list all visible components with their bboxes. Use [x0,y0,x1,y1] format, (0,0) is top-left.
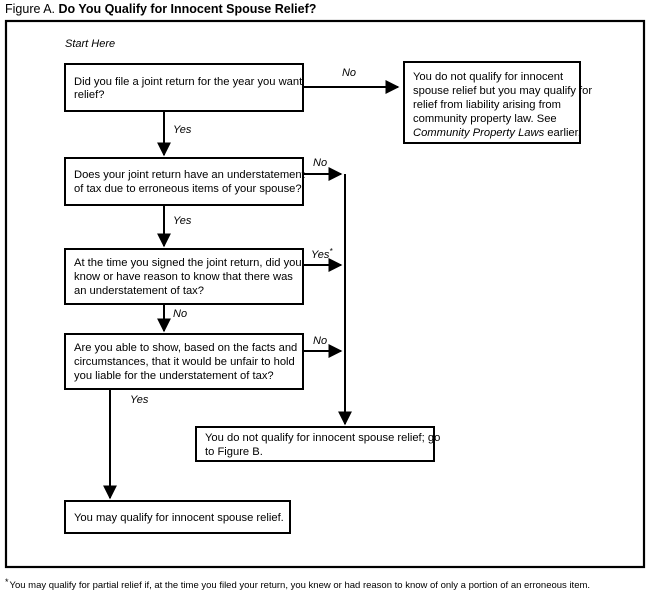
node-q4-line3: you liable for the understatement of tax… [74,370,274,382]
edge-q1-no-label: No [342,67,356,79]
edge-q3-yes-text: Yes [311,249,330,261]
node-q3-line1: At the time you signed the joint return,… [74,257,302,269]
node-community-property-box[interactable] [403,61,581,144]
edge-q2-no-label: No [313,157,327,169]
edge-q3-yes-label: Yes* [311,247,333,261]
node-figure-b-line1: You do not qualify for innocent spouse r… [205,432,440,444]
node-community-property-line1: You do not qualify for innocent [413,71,564,83]
node-q4-box[interactable] [64,333,304,390]
node-q3-box[interactable] [64,248,304,305]
node-q2-line1: Does your joint return have an understat… [74,169,306,181]
node-q3-line3: an understatement of tax? [74,285,204,297]
start-here-label: Start Here [65,38,115,50]
node-community-property-line3: relief from liability arising from [413,99,561,111]
node-q3-line2: know or have reason to know that there w… [74,271,293,283]
edge-q3-no-label: No [173,308,187,320]
node-community-property-line5-italic: Community Property Laws [413,127,545,139]
node-q1-box[interactable] [64,63,304,112]
node-qualify-box[interactable] [64,500,291,534]
node-qualify-line1: You may qualify for innocent spouse reli… [74,512,284,524]
node-q2-box[interactable] [64,157,304,206]
edge-q1-yes-label: Yes [173,124,192,136]
node-q1-line2: relief? [74,89,104,101]
figure-title: Figure A. Do You Qualify for Innocent Sp… [5,2,316,17]
node-q4-line2: circumstances, that it would be unfair t… [74,356,295,368]
node-figure-b-box[interactable] [195,426,435,462]
edge-q4-yes-label: Yes [130,394,149,406]
node-community-property-line4: community property law. See [413,113,557,125]
figure-border [4,19,646,569]
footnote-marker: * [5,577,9,587]
node-figure-b-line2: to Figure B. [205,446,263,458]
footnote: *You may qualify for partial relief if, … [5,576,645,592]
node-community-property-line5: Community Property Laws earlier. [413,127,581,139]
edge-q3-yes-footnote-marker: * [329,247,333,256]
node-q4-line1: Are you able to show, based on the facts… [74,342,297,354]
node-community-property-line5-rest: earlier. [544,127,581,139]
edge-q2-yes-label: Yes [173,215,192,227]
figure-headline: Do You Qualify for Innocent Spouse Relie… [58,2,317,16]
node-q1-line1: Did you file a joint return for the year… [74,76,303,88]
footnote-text: You may qualify for partial relief if, a… [9,580,591,591]
edge-q4-no-label: No [313,335,327,347]
node-community-property-line2: spouse relief but you may qualify for [413,85,592,97]
node-q2-line2: of tax due to erroneous items of your sp… [74,183,302,195]
figure-label: Figure A. [5,2,56,16]
